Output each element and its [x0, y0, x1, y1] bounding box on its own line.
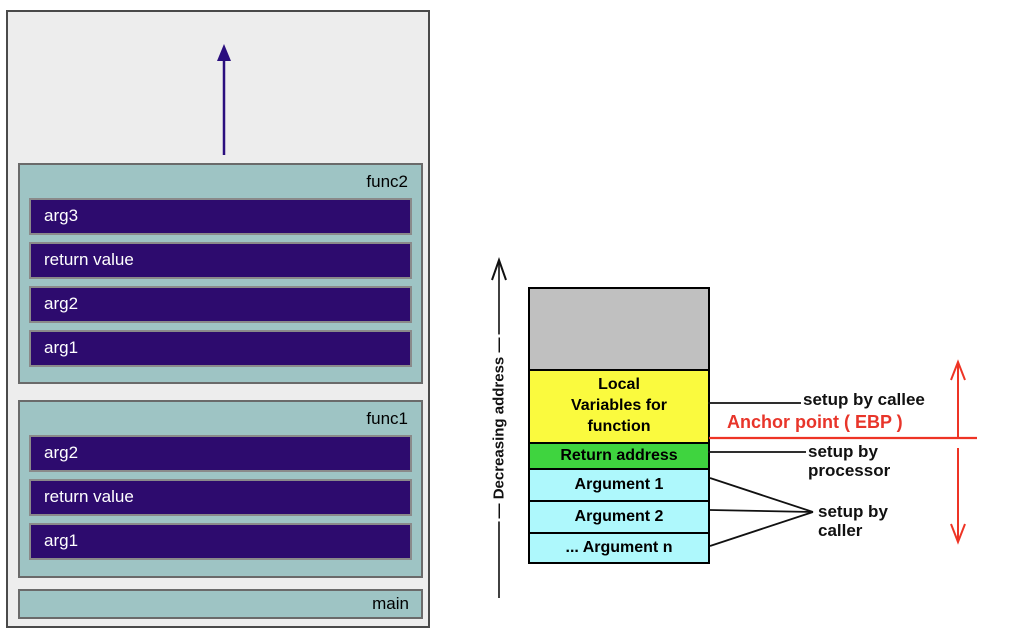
anchor-point-ebp-label: Anchor point ( EBP ) — [727, 412, 903, 432]
decreasing-address-axis: — Decreasing address — — [486, 252, 512, 604]
argument-n-cell: ... Argument n — [530, 532, 708, 562]
setup-by-callee-label: setup by callee — [803, 390, 925, 409]
stack-slot: arg2 — [29, 286, 412, 323]
argument-2-cell: Argument 2 — [530, 500, 708, 532]
annotation-connectors — [700, 350, 1018, 555]
free-stack-cell — [530, 289, 708, 369]
stack-slot: arg1 — [29, 523, 412, 560]
setup-by-caller-line2: caller — [818, 521, 863, 540]
setup-by-caller-label: setup by caller — [818, 502, 888, 540]
setup-by-processor-line2: processor — [808, 461, 891, 480]
stack-frame-func2: func2 arg3 return value arg2 arg1 — [18, 163, 423, 384]
local-variables-line: Variables for — [570, 397, 668, 414]
stack-layout-diagram: Local Variables for function Return addr… — [528, 287, 710, 564]
call-stack-panel: func2 arg3 return value arg2 arg1 func1 … — [6, 10, 430, 628]
setup-by-processor-line1: setup by — [808, 442, 878, 461]
setup-by-processor-label: setup by processor — [808, 442, 890, 480]
caller-connector-line — [709, 509, 814, 513]
local-variables-cell: Local Variables for function — [530, 369, 708, 442]
setup-by-caller-line1: setup by — [818, 502, 888, 521]
stack-growth-up-arrow-icon — [212, 44, 236, 156]
stack-slot: arg3 — [29, 198, 412, 235]
local-variables-line: function — [587, 418, 651, 435]
return-address-cell: Return address — [530, 442, 708, 468]
argument-1-cell: Argument 1 — [530, 468, 708, 500]
stack-slot: return value — [29, 242, 412, 279]
stack-frame-main: main — [18, 589, 423, 619]
stack-slot: arg2 — [29, 435, 412, 472]
caller-connector-line — [709, 477, 814, 513]
local-variables-line: Local — [598, 376, 640, 393]
frame-label: func1 — [366, 409, 408, 428]
frame-label: func2 — [366, 172, 408, 191]
stack-slot: arg1 — [29, 330, 412, 367]
stack-slot: return value — [29, 479, 412, 516]
stack-frame-func1: func1 arg2 return value arg1 — [18, 400, 423, 578]
callee-region-up-arrow-icon — [950, 359, 966, 437]
caller-region-down-arrow-icon — [950, 448, 966, 545]
caller-connector-line — [709, 511, 814, 547]
decreasing-address-label: — Decreasing address — — [490, 334, 508, 522]
